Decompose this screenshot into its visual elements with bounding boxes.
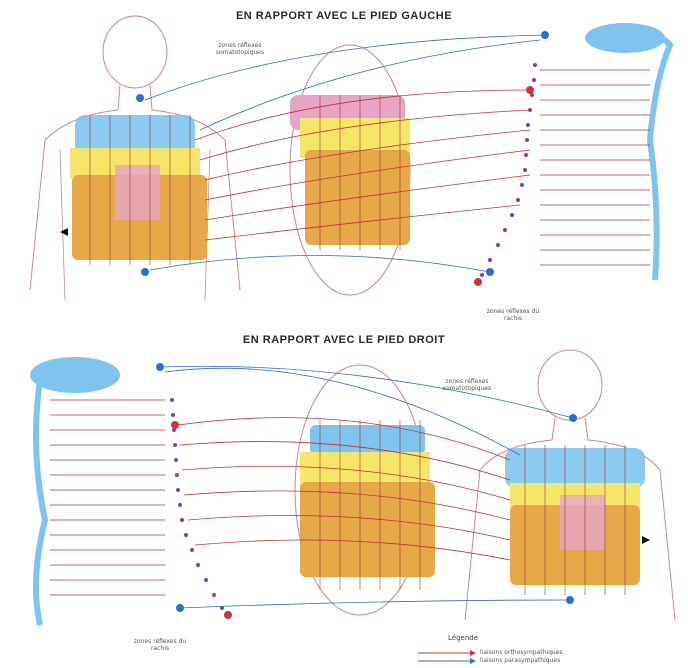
- bottom-middle-organs: [295, 365, 435, 615]
- label-spine-bottom: zones réflexes du rachis: [125, 638, 195, 652]
- bottom-title: EN RAPPORT AVEC LE PIED DROIT: [0, 334, 688, 346]
- label-somatotopic-bottom: zones réflexes somatotopiques: [432, 378, 502, 392]
- top-right-back: [474, 23, 670, 286]
- legend-item-parasympathetic: liaisons parasympathiques: [480, 657, 560, 664]
- bottom-panel: [30, 350, 675, 664]
- legend-item-orthosympathetic: liaisons orthosympathiques: [480, 649, 563, 656]
- label-somatotopic-top: zones réflexes somatotopiques: [205, 42, 275, 56]
- legend-swatches: [418, 650, 476, 664]
- legend-title: Légende: [448, 634, 478, 642]
- bottom-left-back: [30, 357, 232, 625]
- label-spine-top: zones réflexes du rachis: [478, 308, 548, 322]
- top-left-torso: [30, 16, 240, 300]
- top-panel: [30, 16, 670, 300]
- top-middle-organs: [290, 45, 410, 295]
- top-title: EN RAPPORT AVEC LE PIED GAUCHE: [0, 10, 688, 22]
